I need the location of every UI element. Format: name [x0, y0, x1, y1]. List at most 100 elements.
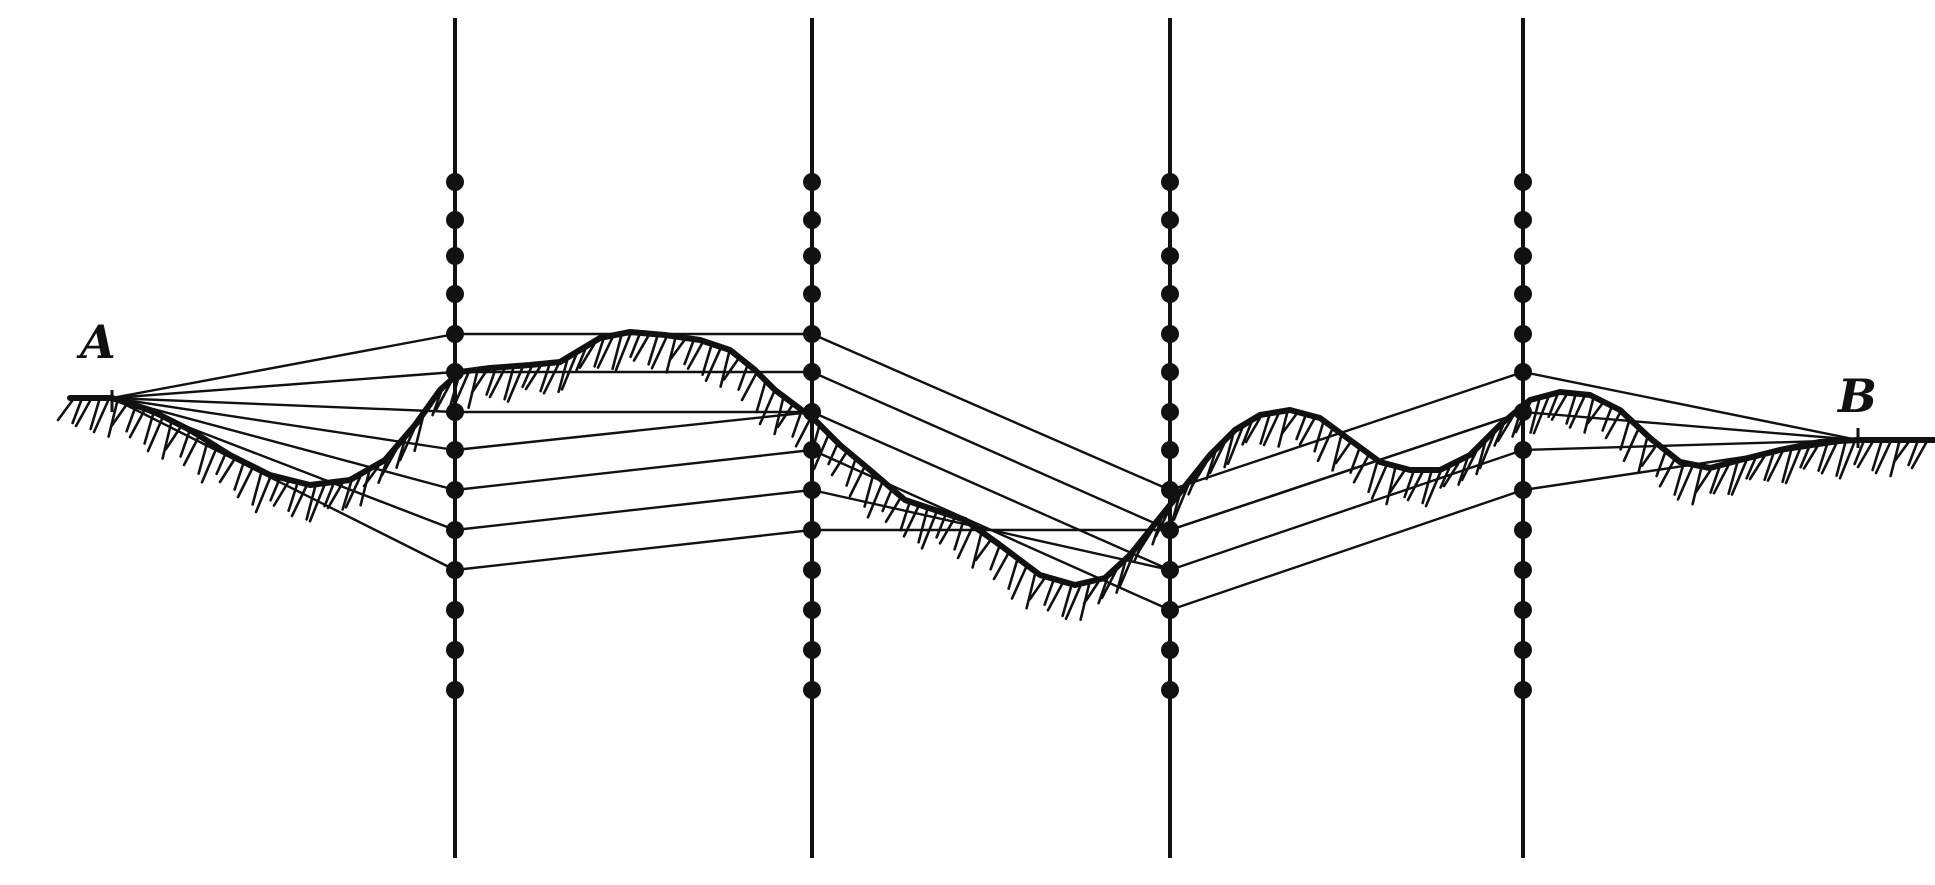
stake-mark: [1514, 173, 1532, 191]
hatch-stroke: [1277, 412, 1289, 448]
hatch-stroke: [1316, 428, 1334, 463]
hatch-stroke: [1100, 569, 1118, 600]
stake-mark: [1161, 441, 1179, 459]
hatch-stroke: [1766, 451, 1784, 482]
stake-mark: [803, 601, 821, 619]
stake-mark: [1514, 481, 1532, 499]
hatch-stroke: [758, 390, 776, 426]
stake-mark: [1161, 247, 1179, 265]
hatch-stroke: [197, 442, 209, 475]
hatch-stroke: [395, 438, 407, 469]
stake-3: [1161, 18, 1179, 858]
hatch-stroke: [542, 363, 560, 395]
hatch-stroke: [1838, 441, 1856, 480]
hatch-stroke: [1817, 443, 1829, 472]
hatch-stroke: [791, 411, 803, 438]
hatch-stroke: [398, 427, 416, 462]
hatch-stroke: [881, 489, 893, 513]
hatch-stroke: [1385, 467, 1397, 506]
hatch-stroke: [557, 359, 569, 394]
hatch-stroke: [665, 338, 677, 374]
label-a: A: [76, 315, 116, 369]
hatch-stroke: [1565, 395, 1577, 425]
stake-mark: [446, 601, 464, 619]
hatch-stroke: [362, 465, 380, 488]
hatch-stroke: [1802, 444, 1820, 470]
hatch-stroke: [719, 351, 731, 388]
hatch-stroke: [1208, 442, 1226, 475]
hatch-stroke: [128, 409, 146, 439]
hatch-stroke: [506, 367, 524, 403]
hatch-stroke: [578, 343, 596, 369]
stake-mark: [1514, 285, 1532, 303]
hatch-stroke: [737, 365, 749, 391]
hatch-stroke: [305, 486, 317, 521]
hatch-stroke: [1295, 415, 1307, 441]
hatch-stroke: [1298, 418, 1316, 446]
stake-mark: [1514, 441, 1532, 459]
stake-mark: [1514, 641, 1532, 659]
sight-line: [111, 370, 456, 400]
hatch-stroke: [683, 340, 695, 366]
hatch-stroke: [1640, 444, 1658, 468]
hatch-stroke: [1226, 427, 1244, 466]
hatch-stroke: [524, 365, 542, 391]
stake-mark: [1161, 403, 1179, 421]
hatch-stroke: [1748, 455, 1766, 481]
stake-mark: [1514, 521, 1532, 539]
ground-hatching: [56, 333, 1928, 622]
stake-mark: [1161, 601, 1179, 619]
hatch-stroke: [1781, 449, 1793, 484]
hatch-stroke: [1028, 577, 1046, 601]
hatch-stroke: [1676, 466, 1694, 501]
hatch-stroke: [1118, 551, 1136, 588]
hatch-stroke: [1853, 441, 1865, 466]
stake-mark: [1514, 601, 1532, 619]
hatch-stroke: [470, 370, 488, 394]
hatch-stroke: [236, 467, 254, 499]
hatch-stroke: [200, 447, 218, 484]
hatch-stroke: [1082, 581, 1100, 605]
hatch-stroke: [1334, 441, 1352, 465]
stake-mark: [1514, 211, 1532, 229]
hatch-stroke: [830, 451, 848, 477]
hatch-stroke: [1532, 396, 1550, 435]
hatch-stroke: [845, 459, 857, 487]
hatch-stroke: [146, 417, 164, 453]
sight-line: [1522, 410, 1859, 442]
hatch-stroke: [1205, 451, 1217, 481]
hatch-stroke: [1493, 424, 1505, 447]
hatch-stroke: [884, 497, 902, 524]
stake-mark: [1161, 211, 1179, 229]
hatch-stroke: [326, 482, 344, 510]
stake-mark: [446, 441, 464, 459]
hatch-stroke: [953, 521, 965, 551]
sight-line: [454, 410, 813, 452]
hatch-stroke: [1496, 416, 1514, 443]
sight-line: [454, 448, 813, 492]
hatch-stroke: [632, 335, 650, 362]
stake-mark: [1161, 641, 1179, 659]
hatch-stroke: [1388, 470, 1406, 494]
hatch-stroke: [1907, 441, 1919, 467]
stake-mark: [446, 363, 464, 381]
stake-mark: [803, 363, 821, 381]
hatch-stroke: [1871, 441, 1883, 472]
sight-lines: [111, 332, 1859, 612]
sight-line: [1169, 370, 1524, 492]
hatch-stroke: [1331, 435, 1343, 472]
stake-mark: [446, 211, 464, 229]
sight-line: [1169, 410, 1524, 532]
stake-mark: [1161, 681, 1179, 699]
stake-mark: [1161, 521, 1179, 539]
hatch-stroke: [1460, 450, 1478, 482]
stake-mark: [1161, 173, 1179, 191]
hatch-stroke: [992, 552, 1010, 581]
hatch-stroke: [1064, 585, 1082, 621]
hatch-stroke: [776, 404, 794, 429]
hatch-stroke: [722, 358, 740, 381]
hatch-stroke: [1856, 441, 1874, 469]
sight-line: [811, 410, 1171, 572]
hatch-stroke: [107, 401, 119, 438]
stake-mark: [1161, 363, 1179, 381]
